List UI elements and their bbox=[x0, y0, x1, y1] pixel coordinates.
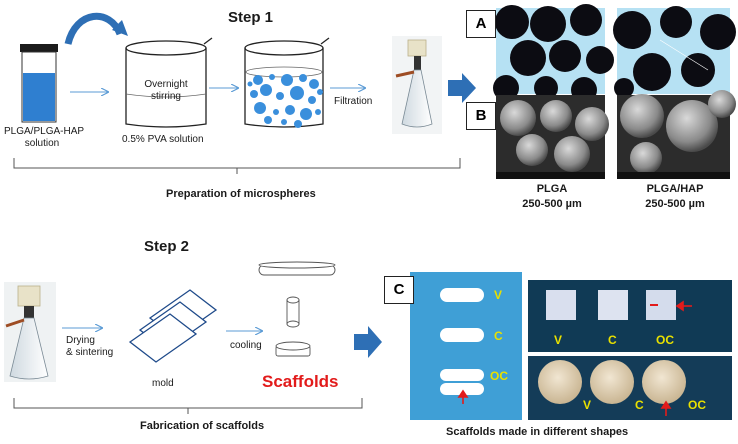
big-arrow-1 bbox=[448, 73, 476, 103]
red-arrow-icon bbox=[457, 300, 692, 416]
molds bbox=[128, 289, 218, 363]
step1-caption: Preparation of microspheres bbox=[166, 188, 316, 200]
micrograph-plga-sem bbox=[496, 95, 609, 179]
step1-title: Step 1 bbox=[228, 9, 274, 26]
square-label-v: V bbox=[554, 333, 563, 347]
panel-c-label: C bbox=[384, 276, 414, 304]
square-label-c: C bbox=[608, 333, 617, 347]
plgahap-label: PLGA/HAP bbox=[646, 183, 704, 195]
scaffolds-label: Scaffolds bbox=[262, 372, 339, 391]
drying-label: Drying & sintering bbox=[66, 335, 114, 358]
disk-label-oc: OC bbox=[688, 398, 706, 412]
vial bbox=[20, 44, 58, 123]
step2-caption: Fabrication of scaffolds bbox=[140, 420, 265, 432]
scaffold-disks-photo bbox=[528, 356, 732, 420]
tray-label-c: C bbox=[494, 329, 503, 343]
micrograph-plga-optical bbox=[493, 4, 614, 103]
cooling-label: cooling bbox=[230, 340, 262, 351]
panel-b-label: B bbox=[466, 102, 496, 130]
panel-a-label: A bbox=[466, 10, 496, 38]
disk-label-c: C bbox=[635, 398, 644, 412]
big-arrow-2 bbox=[354, 326, 382, 358]
scaffold-squares-photo bbox=[528, 280, 732, 352]
mold-label: mold bbox=[152, 378, 174, 389]
plga-label: PLGA bbox=[536, 183, 568, 195]
filtration-label: Filtration bbox=[334, 96, 373, 107]
micrograph-plgahap-sem bbox=[617, 90, 736, 179]
brace-step2 bbox=[13, 398, 363, 414]
pva-label: 0.5% PVA solution bbox=[122, 134, 204, 145]
panel-c-caption: Scaffolds made in different shapes bbox=[446, 426, 629, 438]
disk-label-v: V bbox=[583, 398, 592, 412]
brace-step1 bbox=[13, 158, 461, 174]
filtration-flask-photo-1 bbox=[392, 36, 442, 134]
curved-arrow bbox=[64, 12, 124, 46]
beaker-empty bbox=[125, 37, 213, 128]
tray-label-v: V bbox=[494, 288, 503, 302]
filtration-flask-photo-2 bbox=[4, 282, 56, 382]
micrograph-plgahap-optical bbox=[613, 6, 736, 98]
square-label-oc: OC bbox=[656, 333, 674, 347]
plga-size: 250-500 µm bbox=[522, 198, 582, 210]
tray-label-oc: OC bbox=[490, 369, 508, 383]
stirring-label: Overnight stirring bbox=[144, 79, 188, 102]
vial-label: PLGA/PLGA-HAP solution bbox=[4, 126, 85, 149]
beaker-microspheres bbox=[244, 37, 330, 128]
scaffold-shapes bbox=[258, 261, 336, 357]
step2-title: Step 2 bbox=[144, 238, 190, 255]
plgahap-size: 250-500 µm bbox=[645, 198, 705, 210]
